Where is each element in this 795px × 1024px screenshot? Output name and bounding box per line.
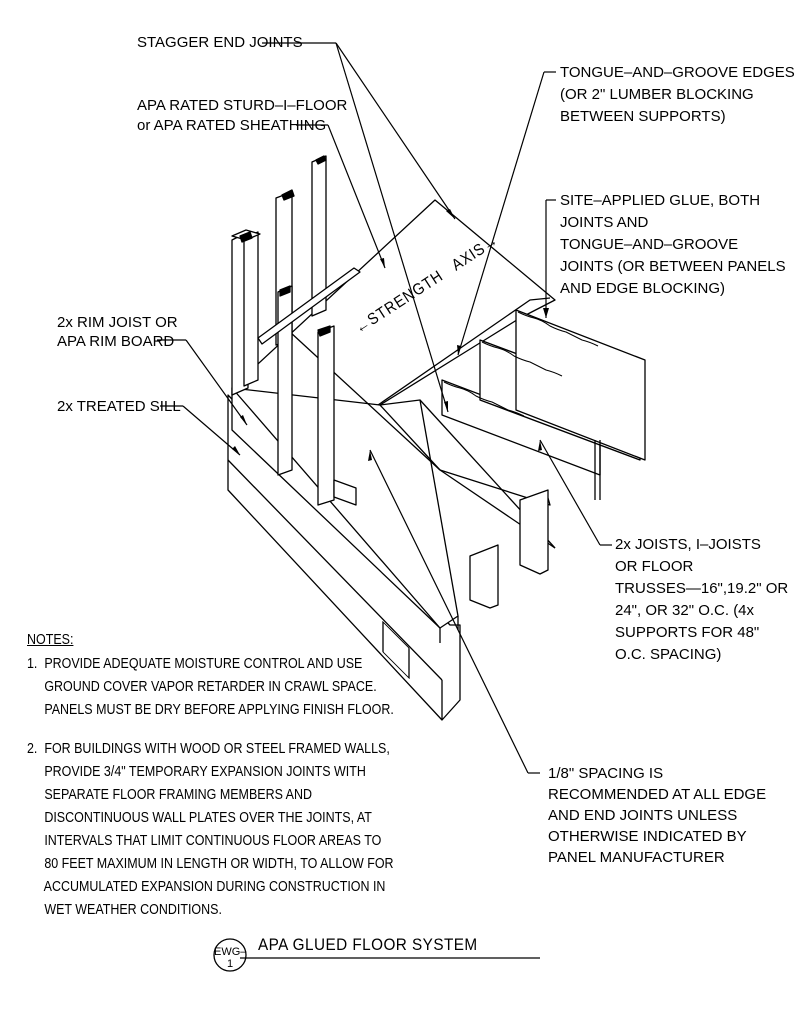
note-2-line-8: WET WEATHER CONDITIONS.: [27, 902, 222, 918]
label-spacing-3: AND END JOINTS UNLESS: [548, 807, 738, 824]
label-glue-5: AND EDGE BLOCKING): [560, 280, 726, 297]
title-tag: EWG–1: [214, 946, 247, 970]
joists: [441, 309, 646, 609]
note-2-line-3: SEPARATE FLOOR FRAMING MEMBERS AND: [27, 787, 313, 803]
leader-arrows: [232, 209, 549, 461]
note-1-line-2: GROUND COVER VAPOR RETARDER IN CRAWL SPA…: [27, 679, 377, 695]
note-1-line-3: PANELS MUST BE DRY BEFORE APPLYING FINIS…: [27, 702, 394, 718]
note-2-line-5: INTERVALS THAT LIMIT CONTINUOUS FLOOR AR…: [27, 833, 382, 849]
label-glue-2: JOINTS AND: [560, 214, 649, 231]
label-glue-4: JOINTS (OR BETWEEN PANELS: [560, 258, 786, 275]
label-rim-joist-2: APA RIM BOARD: [57, 333, 175, 350]
wall-studs: [231, 155, 361, 506]
label-glue-1: SITE–APPLIED GLUE, BOTH: [560, 192, 761, 209]
label-joists-4: 24", OR 32" O.C. (4x: [615, 602, 755, 619]
note-2-line-7: ACCUMULATED EXPANSION DURING CONSTRUCTIO…: [27, 879, 386, 895]
label-tongue-groove-2: (OR 2" LUMBER BLOCKING: [560, 86, 754, 103]
floor-system-drawing: [157, 42, 646, 972]
label-spacing-2: RECOMMENDED AT ALL EDGE: [548, 786, 767, 803]
glue-hatching: [443, 311, 599, 417]
label-joists-3: TRUSSES—16",19.2" OR: [615, 580, 789, 597]
note-2-line-6: 80 FEET MAXIMUM IN LENGTH OR WIDTH, TO A…: [27, 856, 394, 872]
label-apa-rated-1: APA RATED STURD–I–FLOOR: [137, 97, 348, 114]
note-2-line-2: PROVIDE 3/4" TEMPORARY EXPANSION JOINTS …: [27, 764, 366, 780]
label-joists-2: OR FLOOR: [615, 558, 694, 575]
label-joists-5: SUPPORTS FOR 48": [615, 624, 760, 641]
label-spacing-5: PANEL MANUFACTURER: [548, 849, 725, 866]
notes-heading: NOTES:: [27, 632, 74, 648]
leader-lines: [157, 42, 612, 959]
label-tongue-groove-1: TONGUE–AND–GROOVE EDGES: [560, 64, 795, 81]
note-2-line-1: 2. FOR BUILDINGS WITH WOOD OR STEEL FRAM…: [27, 741, 390, 757]
label-tongue-groove-3: BETWEEN SUPPORTS): [560, 108, 726, 125]
label-rim-joist-1: 2x RIM JOIST OR: [57, 314, 178, 331]
label-apa-rated-2: or APA RATED SHEATHING: [137, 117, 327, 134]
label-glue-3: TONGUE–AND–GROOVE: [560, 236, 739, 253]
note-1-line-1: 1. PROVIDE ADEQUATE MOISTURE CONTROL AND…: [27, 656, 363, 672]
label-spacing-1: 1/8" SPACING IS: [548, 765, 664, 782]
title-tag-circle: [213, 938, 247, 972]
label-treated-sill: 2x TREATED SILL: [57, 398, 181, 415]
note-2-line-4: DISCONTINUOUS WALL PLATES OVER THE JOINT…: [27, 810, 372, 826]
drawing-title: APA GLUED FLOOR SYSTEM: [258, 935, 478, 954]
label-spacing-4: OTHERWISE INDICATED BY: [548, 828, 747, 845]
label-joists-6: O.C. SPACING): [615, 646, 722, 663]
label-stagger-end-joints: STAGGER END JOINTS: [137, 34, 303, 51]
label-joists-1: 2x JOISTS, I–JOISTS: [615, 536, 761, 553]
